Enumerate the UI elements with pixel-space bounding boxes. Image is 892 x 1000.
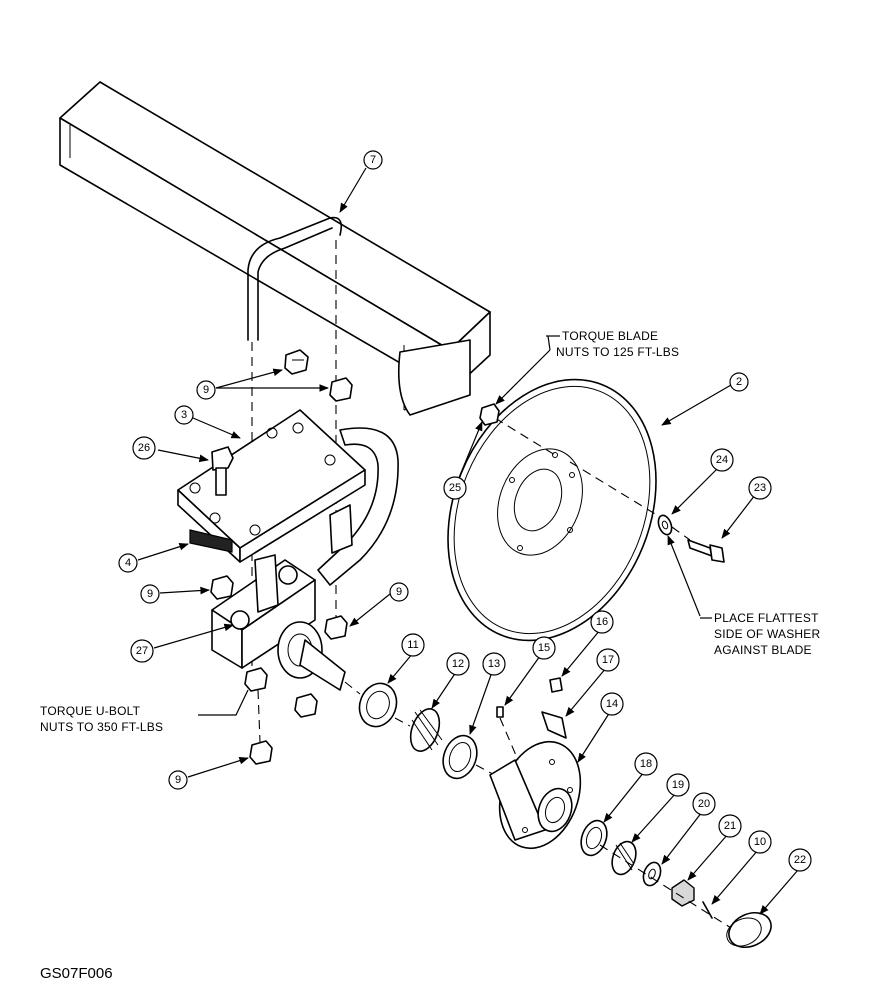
bearing-12	[409, 708, 443, 752]
callout-7: 7	[363, 150, 383, 170]
callout-12: 12	[446, 652, 470, 676]
callout-11: 11	[401, 633, 425, 657]
grease-fitting-15	[496, 706, 504, 718]
nut-9-top-right	[329, 377, 353, 402]
svg-text:13: 13	[488, 658, 500, 670]
svg-text:27: 27	[136, 645, 148, 657]
nut-9-top-left	[284, 349, 309, 375]
svg-text:9: 9	[147, 588, 153, 600]
svg-text:NUTS TO 350 FT-LBS: NUTS TO 350 FT-LBS	[40, 720, 163, 734]
svg-text:9: 9	[175, 774, 181, 786]
svg-text:19: 19	[672, 779, 684, 791]
leader-lines	[137, 167, 799, 915]
svg-text:21: 21	[724, 820, 736, 832]
svg-text:15: 15	[538, 642, 550, 654]
figure-id: GS07F006	[40, 965, 113, 982]
svg-text:24: 24	[716, 454, 728, 466]
svg-text:18: 18	[640, 758, 652, 770]
svg-text:TORQUE BLADE: TORQUE BLADE	[562, 329, 658, 343]
bolt-26	[211, 446, 234, 496]
callout-10: 10	[748, 830, 772, 854]
spindle-bracket	[211, 554, 316, 669]
washer-20	[642, 861, 662, 887]
frame-tube	[59, 81, 491, 416]
callout-19: 19	[666, 773, 690, 797]
svg-text:PLACE FLATTEST: PLACE FLATTEST	[714, 611, 819, 625]
callout-24: 24	[710, 448, 734, 472]
callout-20: 20	[692, 792, 716, 816]
svg-text:7: 7	[370, 154, 376, 166]
washer-24	[657, 514, 673, 536]
callout-25: 25	[443, 476, 467, 500]
svg-text:9: 9	[396, 586, 402, 598]
svg-text:9: 9	[203, 384, 209, 396]
callout-17: 17	[596, 648, 620, 672]
fitting-16	[549, 677, 563, 693]
nut-9-right	[324, 615, 348, 640]
bearing-cup-13	[442, 734, 478, 780]
spindle	[277, 621, 346, 691]
svg-text:11: 11	[407, 639, 418, 651]
spring-arm	[317, 427, 399, 586]
callout-9-top: 9	[196, 380, 216, 400]
svg-text:NUTS TO 125 FT-LBS: NUTS TO 125 FT-LBS	[556, 345, 679, 359]
callout-22: 22	[788, 848, 812, 872]
callout-18: 18	[634, 752, 658, 776]
svg-text:17: 17	[602, 654, 614, 666]
callout-27: 27	[130, 639, 154, 663]
nut-25	[479, 403, 500, 426]
dust-cap-22	[726, 911, 772, 949]
callout-9-bottom: 9	[168, 770, 188, 790]
callout-14: 14	[600, 692, 624, 716]
svg-text:AGAINST BLADE: AGAINST BLADE	[714, 643, 812, 657]
bearing-19	[611, 840, 637, 876]
castle-nut-21	[671, 879, 695, 907]
svg-text:20: 20	[698, 798, 710, 810]
note-blade-torque: TORQUE BLADE NUTS TO 125 FT-LBS	[546, 329, 679, 359]
callout-2: 2	[729, 372, 749, 392]
svg-text:23: 23	[754, 482, 766, 494]
svg-text:14: 14	[606, 698, 618, 710]
cotter-pin-10	[702, 901, 713, 919]
svg-text:16: 16	[596, 616, 608, 628]
hub-14	[489, 740, 582, 850]
svg-text:2: 2	[736, 376, 742, 388]
svg-text:4: 4	[125, 557, 131, 569]
block-4	[189, 529, 233, 553]
nut-9-bottom-b	[294, 693, 318, 718]
callout-16: 16	[590, 610, 614, 634]
callout-23: 23	[748, 476, 772, 500]
callout-4: 4	[118, 553, 138, 573]
callout-9-left: 9	[140, 584, 160, 604]
svg-text:25: 25	[449, 482, 461, 494]
callout-13: 13	[482, 652, 506, 676]
callout-26: 26	[132, 436, 156, 460]
svg-text:22: 22	[794, 854, 806, 866]
bearing-cup-18	[580, 819, 608, 857]
svg-text:3: 3	[181, 409, 187, 421]
note-ubolt-torque: TORQUE U-BOLT NUTS TO 350 FT-LBS	[40, 704, 163, 734]
svg-text:10: 10	[754, 836, 766, 848]
callout-15: 15	[532, 636, 556, 660]
nut-9-bottom-a	[244, 667, 268, 692]
bracket-17	[541, 711, 567, 739]
blade-disc	[447, 378, 657, 642]
bolt-23	[687, 539, 725, 563]
svg-text:TORQUE U-BOLT: TORQUE U-BOLT	[40, 704, 141, 718]
callout-9-right: 9	[389, 582, 409, 602]
seal-11	[358, 682, 398, 728]
callout-21: 21	[718, 814, 742, 838]
nut-9-left	[210, 575, 234, 600]
svg-text:12: 12	[452, 658, 464, 670]
note-washer: PLACE FLATTEST SIDE OF WASHER AGAINST BL…	[700, 611, 820, 657]
nut-9-bottom-c	[249, 740, 273, 765]
callout-3: 3	[174, 405, 194, 425]
svg-text:SIDE OF WASHER: SIDE OF WASHER	[714, 627, 820, 641]
svg-text:26: 26	[138, 442, 150, 454]
